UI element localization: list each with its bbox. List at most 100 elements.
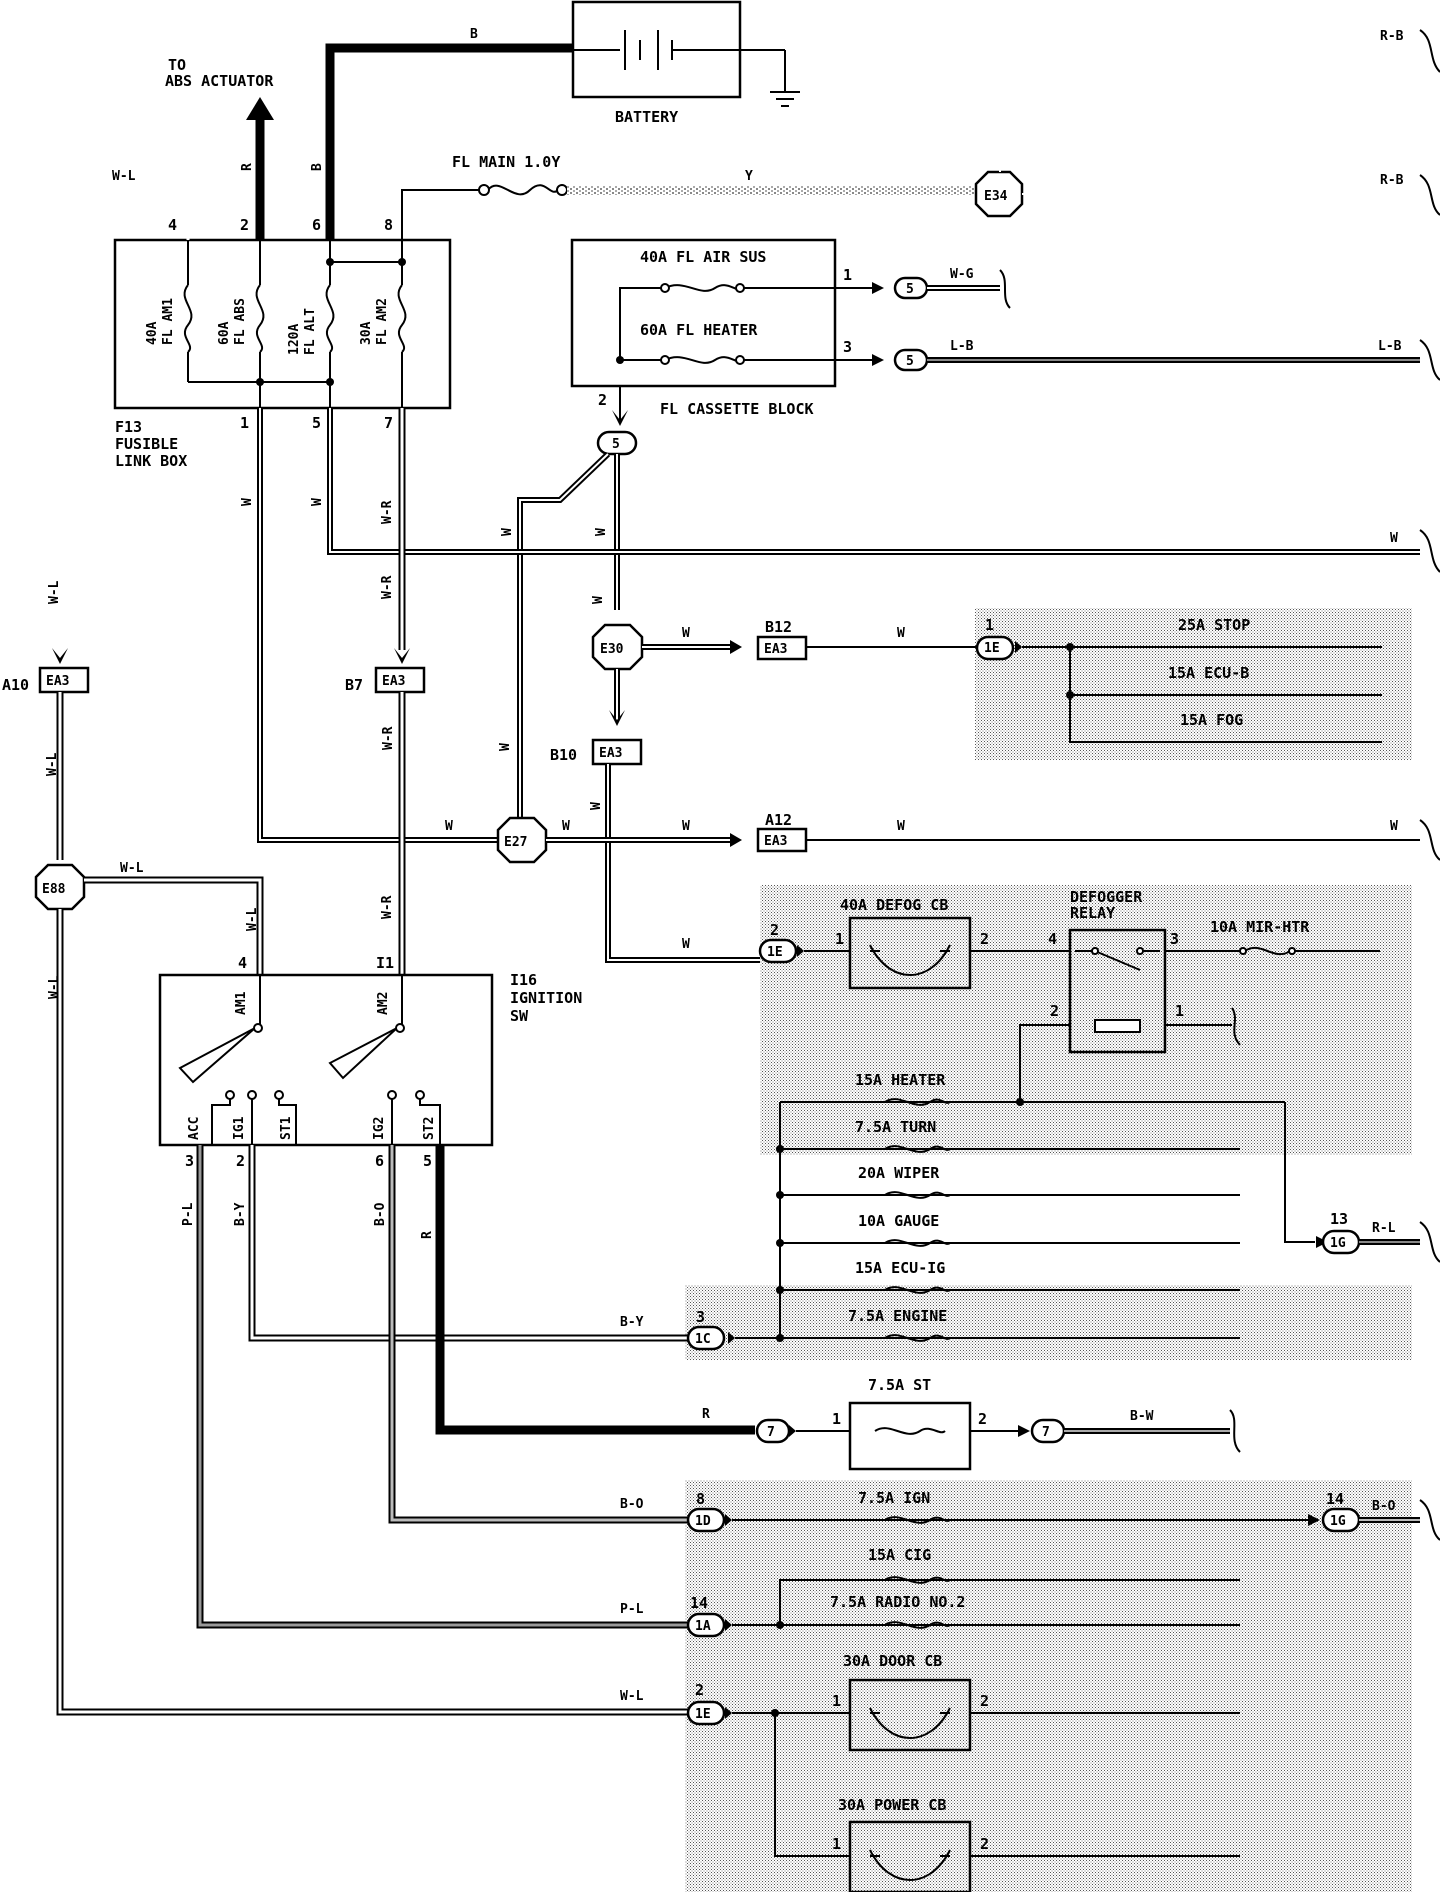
svg-text:2: 2: [978, 1410, 987, 1428]
connector-e88: [34, 863, 86, 911]
svg-text:ST1: ST1: [279, 1116, 294, 1140]
svg-text:W: W: [445, 819, 453, 834]
svg-text:3: 3: [185, 1152, 194, 1170]
svg-text:W: W: [591, 596, 606, 604]
svg-text:AM1: AM1: [234, 991, 249, 1015]
svg-text:L-B: L-B: [1378, 339, 1402, 354]
connector-e27: [496, 816, 548, 864]
svg-text:W: W: [682, 626, 690, 641]
svg-text:15A FOG: 15A FOG: [1180, 711, 1243, 729]
svg-text:2: 2: [598, 391, 607, 409]
connector-ea3-b10: [591, 738, 643, 766]
svg-text:7.5A TURN: 7.5A TURN: [855, 1118, 936, 1136]
svg-text:1: 1: [240, 414, 249, 432]
svg-text:15A ECU-IG: 15A ECU-IG: [855, 1259, 945, 1277]
svg-text:1: 1: [832, 1835, 841, 1853]
svg-text:15A CIG: 15A CIG: [868, 1546, 931, 1564]
svg-text:EA3: EA3: [382, 674, 405, 689]
wire-b-battery: [325, 43, 573, 240]
svg-text:P-L: P-L: [181, 1202, 196, 1226]
svg-text:W-L: W-L: [120, 861, 144, 876]
svg-text:W-L: W-L: [47, 975, 62, 999]
fl-abs: 60A FL ABS: [217, 240, 265, 408]
svg-text:15A ECU-B: 15A ECU-B: [1168, 664, 1249, 682]
svg-text:I1: I1: [376, 954, 394, 972]
svg-text:W-L: W-L: [45, 752, 60, 776]
svg-text:7: 7: [1042, 1425, 1050, 1440]
svg-text:40A DEFOG CB: 40A DEFOG CB: [840, 896, 948, 914]
svg-text:DEFOGGER: DEFOGGER: [1070, 888, 1143, 906]
fuse-turn: 7.5A TURN: [776, 1118, 1240, 1153]
svg-text:40A: 40A: [145, 321, 160, 345]
svg-text:W: W: [310, 498, 325, 506]
svg-text:RELAY: RELAY: [1070, 904, 1115, 922]
svg-text:W-R: W-R: [380, 895, 395, 919]
connector-1e-defog: [758, 938, 798, 964]
svg-text:5: 5: [906, 282, 914, 297]
svg-text:TO: TO: [168, 56, 186, 74]
svg-text:2: 2: [770, 921, 779, 939]
connector-1d-bo: [686, 1507, 726, 1533]
svg-text:60A: 60A: [217, 321, 232, 345]
svg-text:20A WIPER: 20A WIPER: [858, 1164, 940, 1182]
svg-text:7.5A ST: 7.5A ST: [868, 1376, 931, 1394]
abs-arrow: [246, 97, 274, 120]
svg-text:B12: B12: [765, 618, 792, 636]
fuse-engine: 7.5A ENGINE: [735, 1307, 1240, 1342]
svg-text:F13: F13: [115, 418, 142, 436]
battery-label: BATTERY: [615, 108, 678, 126]
svg-text:R-L: R-L: [1372, 1221, 1396, 1236]
svg-text:6: 6: [375, 1152, 384, 1170]
svg-text:IG1: IG1: [232, 1116, 247, 1140]
svg-text:Y: Y: [745, 169, 753, 184]
svg-text:1G: 1G: [1330, 1514, 1346, 1529]
svg-text:2: 2: [980, 1835, 989, 1853]
svg-text:E88: E88: [42, 882, 66, 897]
svg-text:6: 6: [312, 216, 321, 234]
svg-text:FL ABS: FL ABS: [233, 298, 248, 345]
connector-1c-by: [686, 1325, 726, 1351]
fuse-gauge: 10A GAUGE: [776, 1212, 1240, 1247]
svg-text:W: W: [589, 802, 604, 810]
fl-cassette-block: [570, 238, 837, 388]
svg-text:1E: 1E: [695, 1707, 711, 1722]
svg-text:A10: A10: [2, 676, 29, 694]
svg-text:W-R: W-R: [381, 726, 396, 750]
svg-text:B-O: B-O: [373, 1202, 388, 1226]
svg-text:R-B: R-B: [1380, 29, 1404, 44]
svg-text:4: 4: [168, 216, 177, 234]
svg-text:2: 2: [1050, 1002, 1059, 1020]
svg-text:W-L: W-L: [620, 1689, 644, 1704]
svg-text:EA3: EA3: [764, 642, 787, 657]
shade-ig-panel: [685, 1285, 1412, 1360]
svg-text:30A DOOR CB: 30A DOOR CB: [843, 1652, 942, 1670]
svg-text:7: 7: [767, 1425, 775, 1440]
svg-text:B10: B10: [550, 746, 577, 764]
svg-text:10A GAUGE: 10A GAUGE: [858, 1212, 939, 1230]
svg-text:8: 8: [384, 216, 393, 234]
wire-y: [567, 186, 980, 195]
svg-text:I16: I16: [510, 971, 537, 989]
shade-ign-panel: [685, 1480, 1412, 1892]
svg-text:1E: 1E: [767, 945, 783, 960]
svg-text:1: 1: [832, 1692, 841, 1710]
svg-text:R-B: R-B: [1380, 173, 1404, 188]
svg-text:B: B: [470, 27, 478, 42]
svg-text:60A FL HEATER: 60A FL HEATER: [640, 321, 758, 339]
fl-alt: 120A FL ALT: [287, 240, 335, 408]
connector-1e-wl: [686, 1700, 726, 1726]
svg-text:1: 1: [843, 266, 852, 284]
door-cb: [848, 1678, 972, 1752]
svg-text:W-R: W-R: [380, 500, 395, 524]
svg-text:P-L: P-L: [620, 1602, 644, 1617]
svg-text:7.5A ENGINE: 7.5A ENGINE: [848, 1307, 947, 1325]
connector-ea3-a10: [38, 666, 90, 694]
svg-text:7.5A RADIO NO.2: 7.5A RADIO NO.2: [830, 1593, 965, 1611]
connector-ea3-b7: [374, 666, 426, 694]
defogger-relay: [1068, 928, 1167, 1054]
svg-text:3: 3: [696, 1308, 705, 1326]
shade-stop-group: [975, 608, 1412, 760]
svg-text:E34: E34: [984, 189, 1008, 204]
svg-text:3: 3: [843, 338, 852, 356]
